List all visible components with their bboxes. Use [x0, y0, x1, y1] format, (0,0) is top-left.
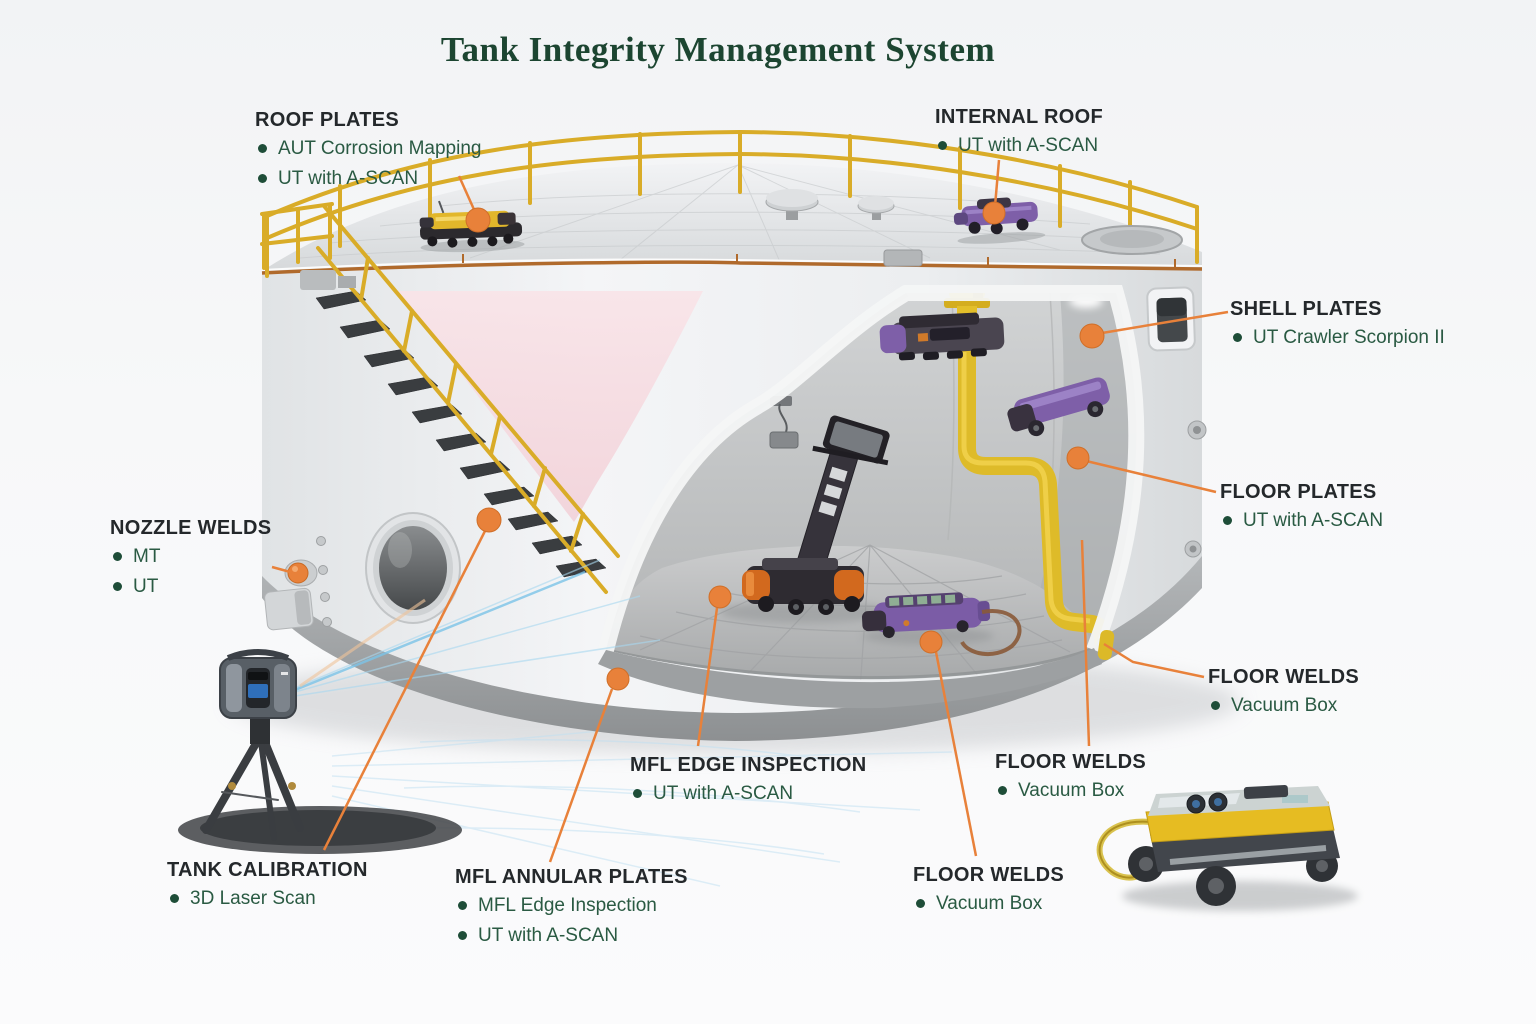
callout-floor-welds-mid: FLOOR WELDS Vacuum Box	[995, 751, 1146, 804]
bullet-icon	[113, 582, 122, 591]
callout-mfl-annular-plates: MFL ANNULAR PLATES MFL Edge Inspection U…	[455, 866, 688, 949]
callout-roof-plates-heading: ROOF PLATES	[255, 109, 400, 131]
leader-roof-plates	[457, 175, 478, 215]
dot-internal-roof	[982, 201, 1006, 225]
callout-floor-welds-bottom-heading: FLOOR WELDS	[913, 864, 1065, 886]
callout-mfl-annular-plates-bullet-1: UT with A-SCAN	[478, 925, 619, 946]
callout-floor-plates: FLOOR PLATES UT with A-SCAN	[1220, 481, 1383, 534]
bullet-icon	[258, 174, 267, 183]
callout-nozzle-welds-heading: NOZZLE WELDS	[110, 517, 272, 539]
bullet-icon	[258, 144, 267, 153]
callout-internal-roof: INTERNAL ROOF UT with A-SCAN	[935, 106, 1103, 159]
leader-nozzle-welds	[271, 565, 295, 575]
shell-hatch	[1146, 286, 1207, 558]
dot-shell-plates	[1079, 323, 1105, 349]
bullet-icon	[633, 789, 642, 798]
annular-step-edge	[598, 648, 1102, 709]
leader-floor-plates	[1081, 458, 1217, 494]
dot-mfl-edge	[708, 585, 732, 609]
bullet-icon	[1211, 701, 1220, 710]
callout-nozzle-welds-bullet-0: MT	[133, 546, 161, 567]
callout-tank-calibration-bullet-0: 3D Laser Scan	[190, 888, 316, 909]
crawler-cable	[960, 609, 1022, 657]
callout-floor-welds-mid-heading: FLOOR WELDS	[995, 751, 1147, 773]
dot-floor-welds-bottom	[919, 630, 943, 654]
cutaway-edge	[598, 285, 1145, 653]
callout-roof-plates-bullet-0: AUT Corrosion Mapping	[278, 138, 482, 159]
page-title: Tank Integrity Management System	[440, 30, 996, 69]
bullet-icon	[916, 899, 925, 908]
mfl-mast-robot	[720, 415, 890, 623]
bullet-icon	[938, 141, 947, 150]
dot-tank-calibration	[476, 507, 502, 533]
dot-floor-plates	[1066, 446, 1090, 470]
wall-crawler-lower	[1007, 377, 1110, 437]
callout-floor-plates-heading: FLOOR PLATES	[1220, 481, 1377, 503]
cut-face-pink-panel	[398, 291, 703, 522]
leader-tank-calibration	[322, 530, 487, 851]
callout-mfl-annular-plates-bullet-0: MFL Edge Inspection	[478, 895, 657, 916]
callout-floor-welds-bottom: FLOOR WELDS Vacuum Box	[913, 864, 1064, 917]
callout-floor-welds-mid-bullet-0: Vacuum Box	[1018, 780, 1125, 801]
manhole	[365, 512, 461, 624]
callout-floor-plates-bullet-0: UT with A-SCAN	[1243, 510, 1384, 531]
callout-dots	[465, 201, 1105, 691]
callout-internal-roof-heading: INTERNAL ROOF	[935, 106, 1103, 128]
bullet-icon	[1233, 333, 1242, 342]
bullet-icon	[458, 931, 467, 940]
bullet-icon	[170, 894, 179, 903]
leader-floor-welds-bottom	[934, 651, 978, 857]
callout-floor-welds-right-heading: FLOOR WELDS	[1208, 666, 1360, 688]
leader-shell-plates	[1095, 310, 1229, 336]
bullet-icon	[998, 786, 1007, 795]
bullet-icon	[458, 901, 467, 910]
scanner-screen	[248, 684, 268, 698]
leader-floor-welds-right	[1103, 642, 1205, 679]
callout-shell-plates: SHELL PLATES UT Crawler Scorpion II	[1230, 298, 1445, 351]
leader-mfl-edge	[696, 607, 719, 747]
callout-mfl-edge-inspection-bullet-0: UT with A-SCAN	[653, 783, 794, 804]
callout-shell-plates-bullet-0: UT Crawler Scorpion II	[1253, 327, 1445, 348]
cutaway-interior	[606, 293, 1137, 680]
callout-mfl-annular-plates-heading: MFL ANNULAR PLATES	[455, 866, 688, 888]
callout-roof-plates: ROOF PLATES AUT Corrosion Mapping UT wit…	[255, 109, 481, 192]
callout-floor-welds-bottom-bullet-0: Vacuum Box	[936, 893, 1043, 914]
callout-floor-welds-right-bullet-0: Vacuum Box	[1231, 695, 1338, 716]
callout-nozzle-welds: NOZZLE WELDS MT UT	[110, 517, 271, 600]
dot-roof-plates	[465, 207, 491, 233]
callout-nozzle-welds-bullet-1: UT	[133, 576, 159, 597]
callout-internal-roof-bullet-0: UT with A-SCAN	[958, 135, 1099, 156]
roof-vents	[300, 189, 1183, 290]
laser-scanner-tripod	[178, 559, 661, 854]
leader-lines	[271, 159, 1229, 863]
laser-beam	[294, 570, 586, 692]
callout-mfl-edge-inspection-heading: MFL EDGE INSPECTION	[630, 754, 867, 776]
callout-shell-plates-heading: SHELL PLATES	[1230, 298, 1382, 320]
bullet-icon	[1223, 516, 1232, 525]
floor-scanner-robot	[1096, 785, 1358, 911]
callout-tank-calibration-heading: TANK CALIBRATION	[167, 859, 368, 881]
guard-rope	[261, 254, 1203, 275]
callout-roof-plates-bullet-1: UT with A-SCAN	[278, 168, 419, 189]
shell-nozzles	[264, 536, 332, 631]
wall-crawler-upper	[879, 312, 1005, 361]
leader-mfl-annular	[548, 688, 614, 863]
leader-internal-roof	[993, 159, 1001, 207]
floor-crawler-purple	[861, 592, 1022, 657]
callout-mfl-edge-inspection: MFL EDGE INSPECTION UT with A-SCAN	[630, 754, 866, 807]
callout-floor-welds-right: FLOOR WELDS Vacuum Box	[1208, 666, 1359, 719]
leader-floor-welds-mid	[1080, 539, 1091, 747]
roof-railing	[265, 129, 1199, 278]
bullet-icon	[113, 552, 122, 561]
dot-mfl-annular	[606, 667, 630, 691]
callout-tank-calibration: TANK CALIBRATION 3D Laser Scan	[167, 859, 368, 912]
